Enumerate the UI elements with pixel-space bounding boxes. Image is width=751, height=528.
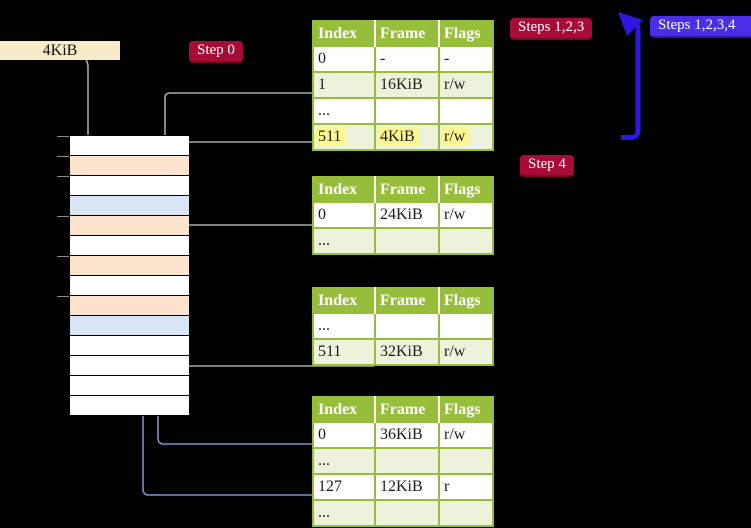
table-header-row: Index Frame Flags — [313, 397, 494, 422]
frame-size-label: 4KiB — [0, 41, 120, 60]
column-header: Flags — [439, 177, 494, 202]
column-header: Index — [313, 21, 376, 46]
memory-frame-row — [70, 256, 189, 276]
cell-frame: 12KiB — [374, 473, 440, 501]
cell-flags: r/w — [438, 201, 494, 229]
cell-frame: - — [374, 45, 440, 73]
steps1234-badge: Steps 1,2,3,4 — [650, 16, 751, 38]
cell-index: 127 — [312, 473, 376, 501]
highlight: 511 — [315, 127, 346, 146]
cell-index: ... — [312, 312, 376, 340]
step0-badge: Step 0 — [189, 41, 243, 63]
cell-frame: 32KiB — [374, 338, 440, 366]
table-row: ... — [312, 97, 494, 125]
memory-frame-row — [70, 376, 189, 396]
cell-frame: 16KiB — [374, 71, 440, 99]
cell-index: 1 — [312, 71, 376, 99]
table-row: ... — [312, 499, 494, 527]
cell-index: 0 — [312, 421, 376, 449]
table-row: 127 12KiB r — [312, 473, 494, 501]
table-row: 1 16KiB r/w — [312, 71, 494, 99]
cell-frame — [374, 447, 440, 475]
highlight: r/w — [441, 127, 470, 146]
column-header: Flags — [439, 288, 494, 313]
memory-frame-row — [70, 316, 189, 336]
cell-index: ... — [312, 499, 376, 527]
column-header: Frame — [375, 397, 440, 422]
memory-frame-row — [70, 396, 189, 416]
memory-frame-row — [70, 156, 189, 176]
memory-frame-row — [70, 136, 189, 156]
memory-frame-row — [70, 236, 189, 256]
memory-frame-row — [70, 196, 189, 216]
table-row-highlighted: 511 4KiB r/w — [312, 123, 494, 151]
cell-flags: r/w — [438, 71, 494, 99]
column-header: Flags — [439, 21, 494, 46]
table-row: 0 - - — [312, 45, 494, 73]
cell-frame: 36KiB — [374, 421, 440, 449]
table-row: 0 36KiB r/w — [312, 421, 494, 449]
page-table-level2: Index Frame Flags ... 511 32KiB r/w — [312, 287, 494, 366]
cell-index: 0 — [312, 45, 376, 73]
cell-flags: r/w — [438, 338, 494, 366]
cell-flags — [438, 447, 494, 475]
memory-frame-row — [70, 176, 189, 196]
table-header-row: Index Frame Flags — [313, 21, 494, 46]
highlight: 4KiB — [377, 127, 419, 146]
column-header: Frame — [375, 177, 440, 202]
steps-1234-arrow — [618, 12, 643, 140]
cell-frame — [374, 499, 440, 527]
address-tick-marks — [57, 136, 69, 297]
page-table-level1: Index Frame Flags 0 36KiB r/w ... 127 12… — [312, 396, 494, 527]
cell-flags — [438, 97, 494, 125]
cell-flags — [438, 499, 494, 527]
table-row: ... — [312, 447, 494, 475]
cell-index: 511 — [312, 123, 376, 151]
table-row: 0 24KiB r/w — [312, 201, 494, 229]
table-header-row: Index Frame Flags — [313, 288, 494, 313]
column-header: Index — [313, 177, 376, 202]
table-header-row: Index Frame Flags — [313, 177, 494, 202]
cell-index: 0 — [312, 201, 376, 229]
steps123-badge: Steps 1,2,3 — [510, 18, 593, 40]
memory-frame-row — [70, 296, 189, 316]
memory-frame-row — [70, 276, 189, 296]
cell-frame — [374, 97, 440, 125]
step4-badge: Step 4 — [520, 155, 574, 177]
memory-frame-row — [70, 356, 189, 376]
cell-flags: - — [438, 45, 494, 73]
cell-index: ... — [312, 227, 376, 255]
cell-flags — [438, 227, 494, 255]
column-header: Frame — [375, 21, 440, 46]
cell-flags — [438, 312, 494, 340]
cell-frame: 4KiB — [374, 123, 440, 151]
cell-flags: r/w — [438, 123, 494, 151]
cell-index: 511 — [312, 338, 376, 366]
cell-frame — [374, 227, 440, 255]
cell-flags: r/w — [438, 421, 494, 449]
column-header: Index — [313, 397, 376, 422]
page-table-level4: Index Frame Flags 0 - - 1 16KiB r/w ... … — [312, 20, 494, 151]
cell-index: ... — [312, 97, 376, 125]
column-header: Index — [313, 288, 376, 313]
column-header: Frame — [375, 288, 440, 313]
table-row: 511 32KiB r/w — [312, 338, 494, 366]
table-row: ... — [312, 227, 494, 255]
physical-memory-stack — [70, 135, 189, 416]
table-row: ... — [312, 312, 494, 340]
memory-frame-row — [70, 336, 189, 356]
memory-frame-row — [70, 216, 189, 236]
cell-frame — [374, 312, 440, 340]
page-table-level3: Index Frame Flags 0 24KiB r/w ... — [312, 176, 494, 255]
cell-frame: 24KiB — [374, 201, 440, 229]
cell-flags: r — [438, 473, 494, 501]
cell-index: ... — [312, 447, 376, 475]
column-header: Flags — [439, 397, 494, 422]
